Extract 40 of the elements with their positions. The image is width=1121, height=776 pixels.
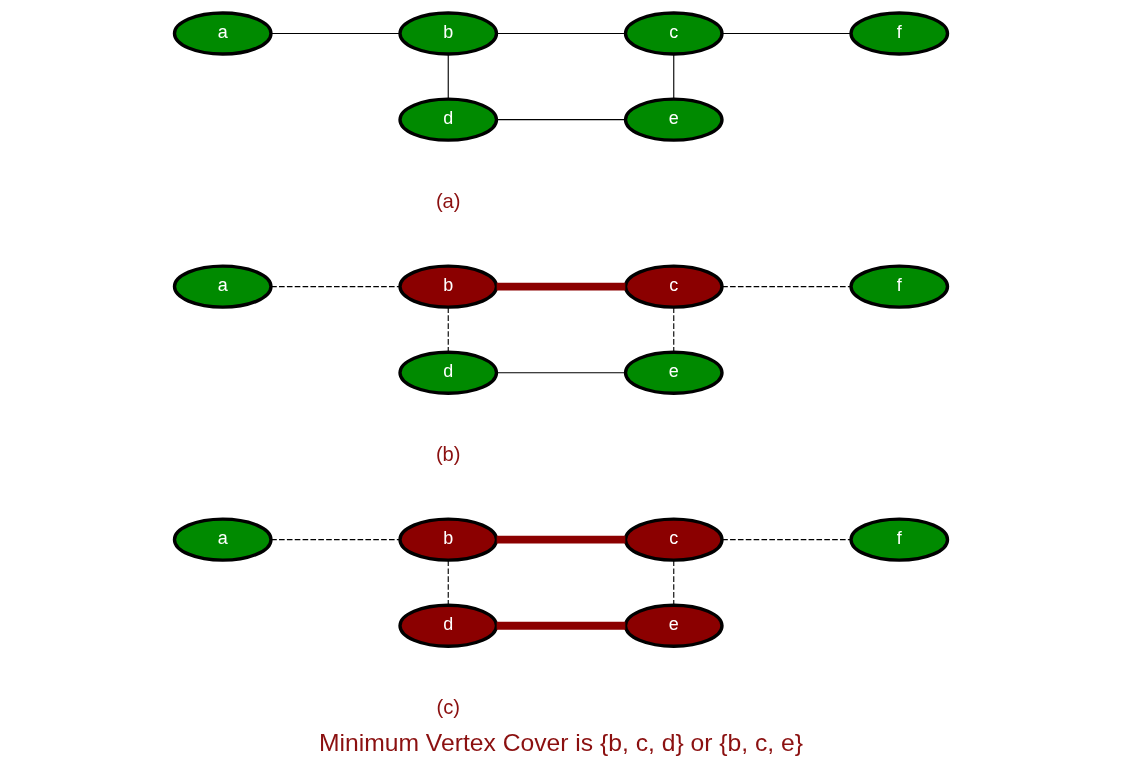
node-ellipse: e [623,97,724,142]
connector [721,286,851,288]
connector [496,282,625,291]
node-ellipse: b [397,264,498,309]
connector [721,33,851,35]
connector [270,286,400,288]
label: (b) [435,443,461,466]
node-ellipse: a [172,11,273,56]
node-ellipse: c [623,264,724,309]
node-ellipse: a [172,517,273,562]
connector [447,560,449,606]
connector [672,54,674,100]
connector [270,33,400,35]
node-ellipse: a [172,264,273,309]
label: (a) [435,190,461,213]
node-ellipse: c [623,517,724,562]
connector [496,621,625,630]
label: (c) [435,696,460,719]
node-ellipse: f [848,11,949,56]
connector [447,54,449,100]
node-ellipse: e [623,603,724,648]
node-ellipse: b [397,11,498,56]
node-ellipse: e [623,350,724,395]
connector [495,33,626,35]
node-ellipse: f [848,264,949,309]
connector [495,372,626,374]
connector [496,535,625,544]
connector [672,560,674,606]
node-ellipse: c [623,11,724,56]
node-ellipse: d [397,97,498,142]
connector [495,119,626,121]
connector [672,307,674,353]
caption: Minimum Vertex Cover is {b, c, d} or {b, c, e} [318,729,803,757]
node-ellipse: f [848,517,949,562]
node-ellipse: d [397,603,498,648]
connector [447,307,449,353]
node-ellipse: b [397,517,498,562]
connector [721,539,851,541]
connector [270,539,400,541]
node-ellipse: d [397,350,498,395]
